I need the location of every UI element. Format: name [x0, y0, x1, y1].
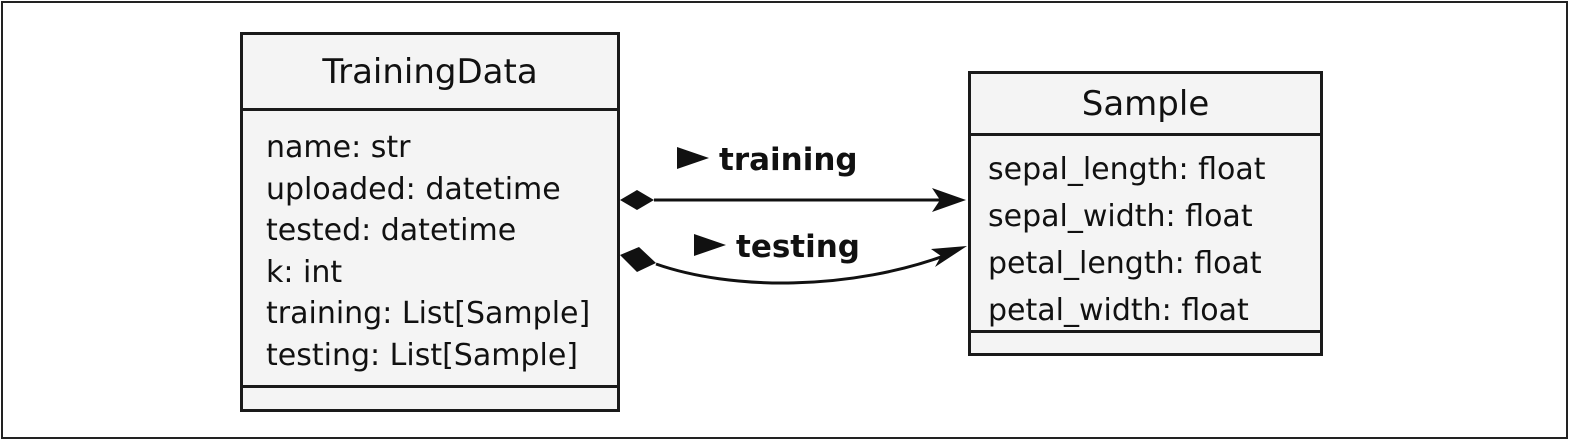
- arrowhead-testing: [931, 246, 967, 267]
- attribute: tested: datetime: [266, 213, 517, 248]
- composition-diamond-testing: [620, 247, 656, 272]
- class-attributes: sepal_length: float sepal_width: float p…: [971, 136, 1320, 333]
- attribute: k: int: [266, 254, 343, 290]
- testing-association: [620, 246, 967, 285]
- attribute: name: str: [266, 130, 411, 165]
- attribute: sepal_width: float: [988, 199, 1253, 234]
- attribute: sepal_length: float: [988, 152, 1266, 187]
- association-label-training: training: [677, 142, 858, 178]
- direction-triangle-icon: [677, 147, 709, 169]
- arrowhead-training: [932, 188, 966, 212]
- attribute: training: List[Sample]: [266, 296, 591, 331]
- composition-diamond-training: [620, 190, 654, 210]
- association-label-text: training: [719, 142, 858, 178]
- attribute: uploaded: datetime: [266, 171, 561, 207]
- training-association: [620, 188, 966, 212]
- class-box-trainingdata: TrainingData name: str uploaded: datetim…: [240, 32, 620, 412]
- class-name: TrainingData: [243, 35, 617, 111]
- association-label-testing: testing: [694, 229, 860, 265]
- class-box-sample: Sample sepal_length: float sepal_width: …: [968, 71, 1323, 356]
- attribute: petal_length: float: [988, 246, 1262, 281]
- association-label-text: testing: [736, 229, 860, 265]
- testing-line: [655, 251, 953, 285]
- attribute: testing: List[Sample]: [266, 337, 578, 373]
- attribute: petal_width: float: [988, 293, 1249, 328]
- class-attributes: name: str uploaded: datetime tested: dat…: [243, 111, 617, 388]
- direction-triangle-icon: [694, 234, 726, 256]
- class-name: Sample: [971, 74, 1320, 136]
